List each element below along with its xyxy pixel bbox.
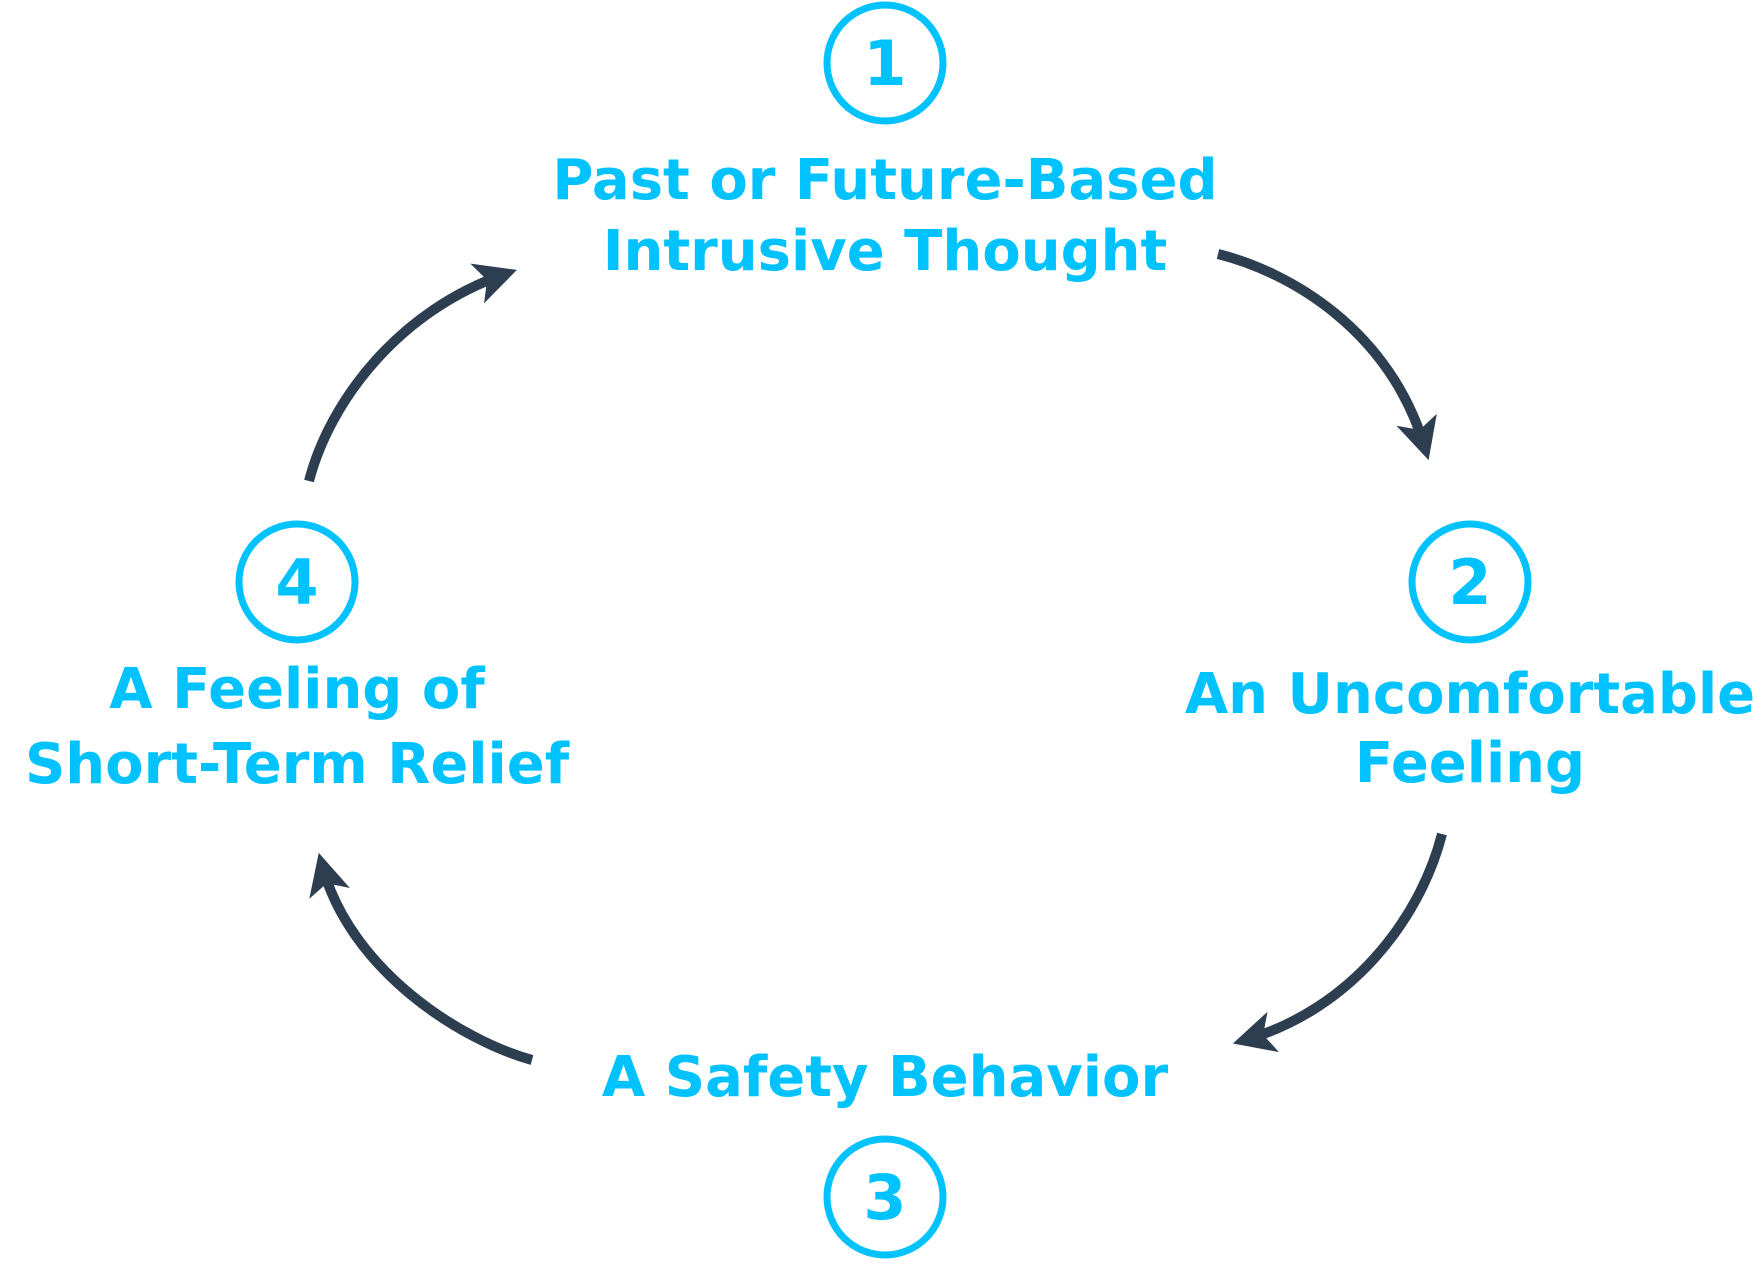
step-4-label-line-1: A Feeling of [109,657,485,722]
step-2-number: 2 [1448,546,1491,619]
step-4-label-line-2: Short-Term Relief [25,732,570,797]
arrow-2-to-3 [1232,832,1447,1053]
step-1-circle [823,1,947,125]
step-3: A Safety Behavior 3 [602,1045,1169,1259]
step-1-number: 1 [863,27,906,100]
step-3-circle [823,1135,947,1259]
step-4-number: 4 [275,546,318,619]
step-4-circle [235,520,359,644]
step-2: 2 An Uncomfortable Feeling [1185,520,1755,796]
step-2-label-line-2: Feeling [1355,731,1585,796]
step-2-label-line-1: An Uncomfortable [1185,662,1755,727]
arrow-4-to-1 [304,263,517,483]
step-1-label-line-1: Past or Future-Based [552,148,1217,213]
step-3-number: 3 [863,1161,906,1234]
step-3-label-line-1: A Safety Behavior [602,1045,1169,1110]
step-4: 4 A Feeling of Short-Term Relief [25,520,570,797]
arrow-3-to-4 [309,852,534,1065]
step-1-label-line-2: Intrusive Thought [603,219,1168,284]
step-1: 1 Past or Future-Based Intrusive Thought [552,1,1218,284]
arrow-1-to-2 [1216,249,1437,461]
step-2-circle [1408,520,1532,644]
